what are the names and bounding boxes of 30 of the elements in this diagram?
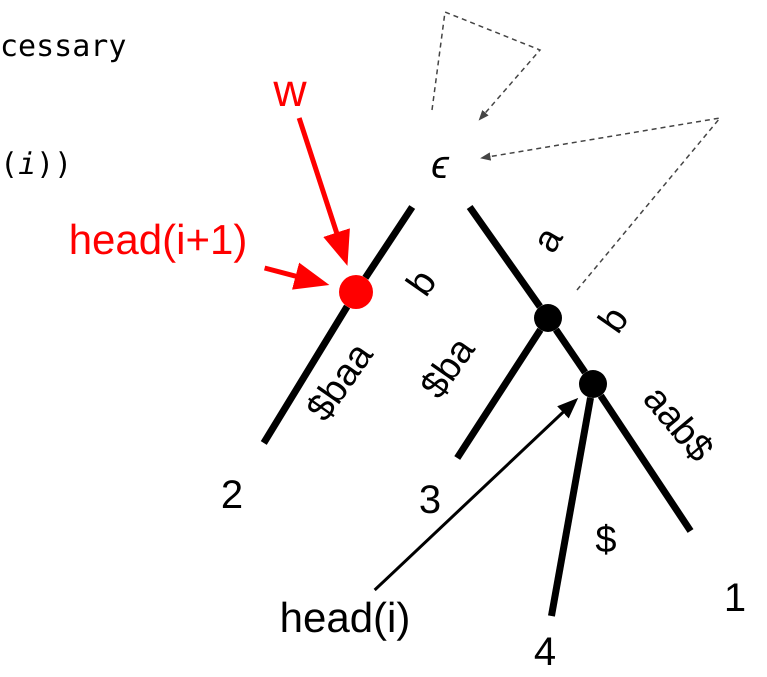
tree-edge [260,304,350,445]
code-fragment: (i)) [0,150,72,180]
edge-label: b [400,263,444,303]
arrow [264,262,330,290]
tree-edge [598,394,694,533]
edge-label: a [526,221,570,259]
node-label: ϵ [425,145,455,185]
arrow [296,117,350,266]
node-label: 4 [530,630,560,674]
node-label: 1 [720,576,750,620]
annotation-label: head(i+1) [23,216,293,264]
edge-label: $ba [414,331,482,405]
tree-node-dot [579,370,607,398]
tree-node-dot [534,304,562,332]
node-label: 3 [415,478,445,522]
annotation-label: w [270,66,310,114]
tree-edge [553,328,588,374]
arrow [374,398,578,592]
tree-edge [466,204,543,309]
code-fragment: cessary [0,32,126,62]
tree-edge [548,397,594,617]
tree-edge [454,328,544,460]
dashed-arrow [431,10,542,121]
annotation-label: head(i) [250,594,440,642]
dashed-arrow [480,116,722,290]
node-label: 2 [217,473,247,517]
tree-node-dot [339,275,373,309]
edge-label: b [592,300,636,340]
tree-edge [362,205,416,280]
edge-label: $ [595,521,617,559]
